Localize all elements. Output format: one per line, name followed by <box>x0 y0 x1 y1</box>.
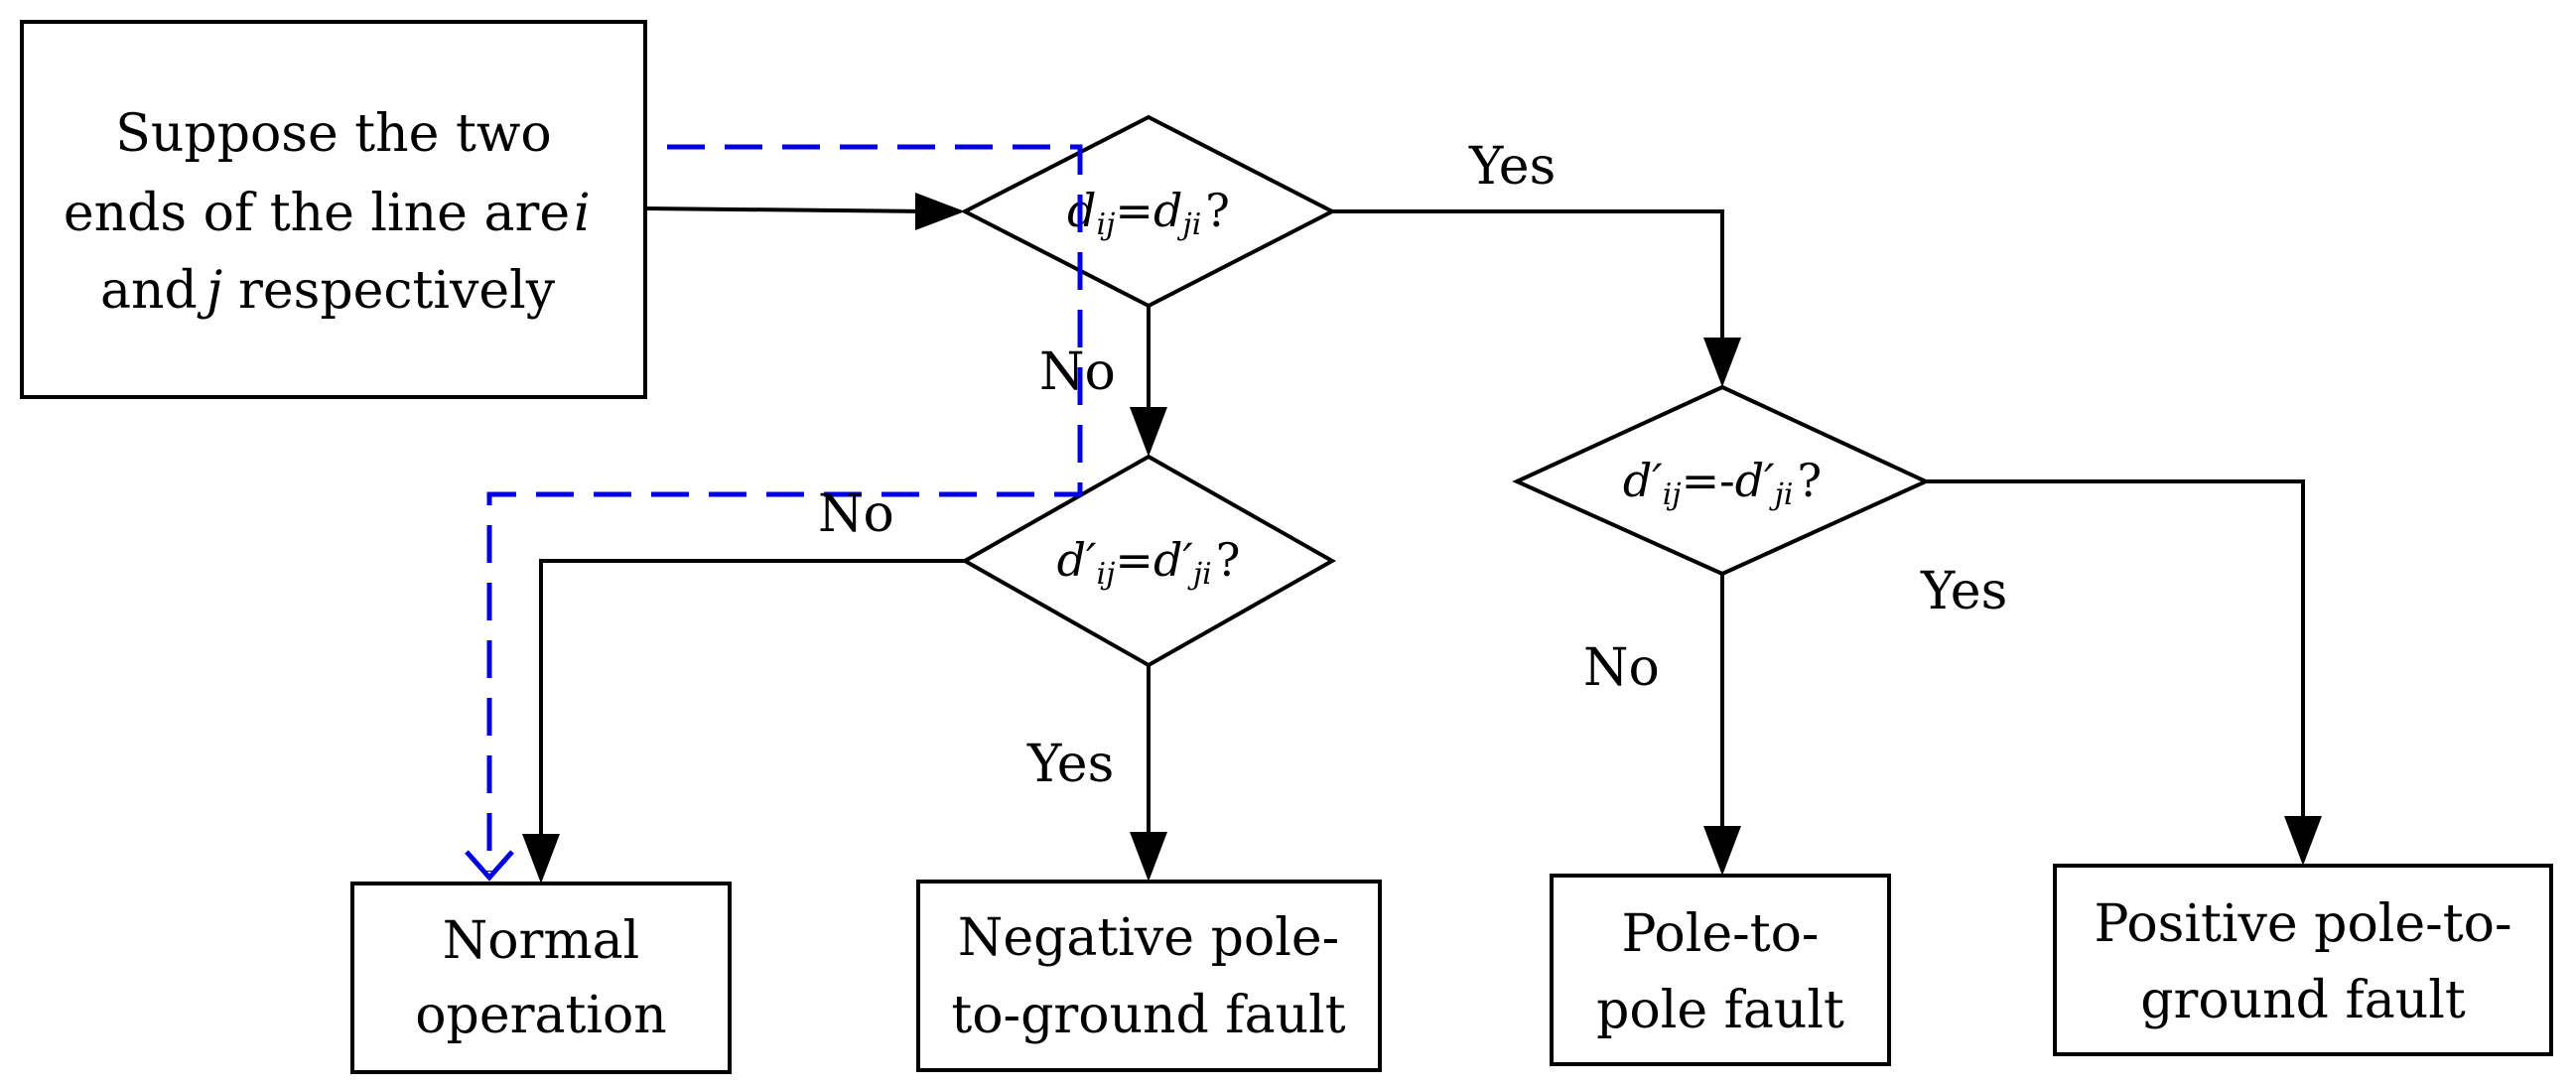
highlighted-path-line <box>486 144 1083 872</box>
start-var-i: i <box>574 184 591 243</box>
arrowhead-normal-in <box>522 834 560 884</box>
decision-1-label: dij=dji? <box>1067 184 1230 242</box>
arrowhead-pole-to-pole-in <box>1703 826 1741 876</box>
outcome-positive-box <box>2053 864 2553 1056</box>
outcome-negative-line-1: Negative pole- <box>958 908 1339 968</box>
outcome-normal-box <box>350 882 732 1074</box>
start-line-2: ends of the line are <box>64 184 570 243</box>
label-d3-yes: Yes <box>1920 562 2007 621</box>
arrowhead-d2-in <box>1130 407 1167 457</box>
start-node: Suppose the two ends of the line are i a… <box>20 20 647 399</box>
arrowhead-positive-in <box>2284 816 2322 866</box>
outcome-normal-line-2: operation <box>415 986 667 1045</box>
arrowhead-negative-in <box>1130 832 1167 882</box>
outcome-pole-to-pole-line-2: pole fault <box>1596 981 1844 1040</box>
edge-d1-yes-to-d3 <box>1332 209 1724 349</box>
highlighted-path <box>465 144 1083 882</box>
outcome-pole-to-pole-line-1: Pole-to- <box>1622 904 1820 964</box>
label-d1-yes: Yes <box>1468 137 1556 197</box>
start-box <box>20 20 647 399</box>
decision-dpij-eq-neg-dpji: d′ij=-d′ji? <box>1512 384 1931 577</box>
outcome-positive-line-1: Positive pole-to- <box>2094 894 2511 954</box>
outcome-normal-line-1: Normal <box>443 911 640 971</box>
start-line-3b: respectively <box>238 261 556 321</box>
label-d1-no: No <box>1039 342 1116 402</box>
outcome-positive-line-2: ground fault <box>2140 971 2466 1030</box>
label-d2-no: No <box>818 484 894 544</box>
arrowhead-d1-in <box>915 193 965 230</box>
edge-start-to-d1 <box>644 206 929 213</box>
outcome-negative-line-2: to-ground fault <box>951 986 1345 1045</box>
edge-labels: Yes No No Yes No Yes <box>818 137 2007 794</box>
outcome-pole-to-pole-fault: Pole-to- pole fault <box>1550 874 1891 1066</box>
arrowhead-d3-in <box>1703 338 1741 387</box>
label-d2-yes: Yes <box>1026 735 1114 794</box>
decision-dij-eq-dji: dij=dji? <box>960 114 1337 309</box>
edge-d2-no-to-normal <box>539 559 965 846</box>
label-d3-no: No <box>1583 638 1660 698</box>
decision-dpij-eq-dpji: d′ij=d′ji? <box>960 454 1337 668</box>
outcome-pole-to-pole-box <box>1550 874 1891 1066</box>
connectors <box>522 193 2322 884</box>
decision-2-label: d′ij=d′ji? <box>1057 533 1241 592</box>
outcome-negative-box <box>916 880 1382 1072</box>
outcome-normal-operation: Normal operation <box>350 882 732 1074</box>
start-line-1: Suppose the two <box>115 104 551 164</box>
edge-d3-yes-to-positive <box>1926 479 2305 828</box>
highlighted-path-arrowhead <box>465 850 514 882</box>
outcome-positive-fault: Positive pole-to- ground fault <box>2053 864 2553 1056</box>
outcome-negative-fault: Negative pole- to-ground fault <box>916 880 1382 1072</box>
start-line-3a: and <box>100 261 198 321</box>
decision-3-label: d′ij=-d′ji? <box>1623 454 1822 512</box>
